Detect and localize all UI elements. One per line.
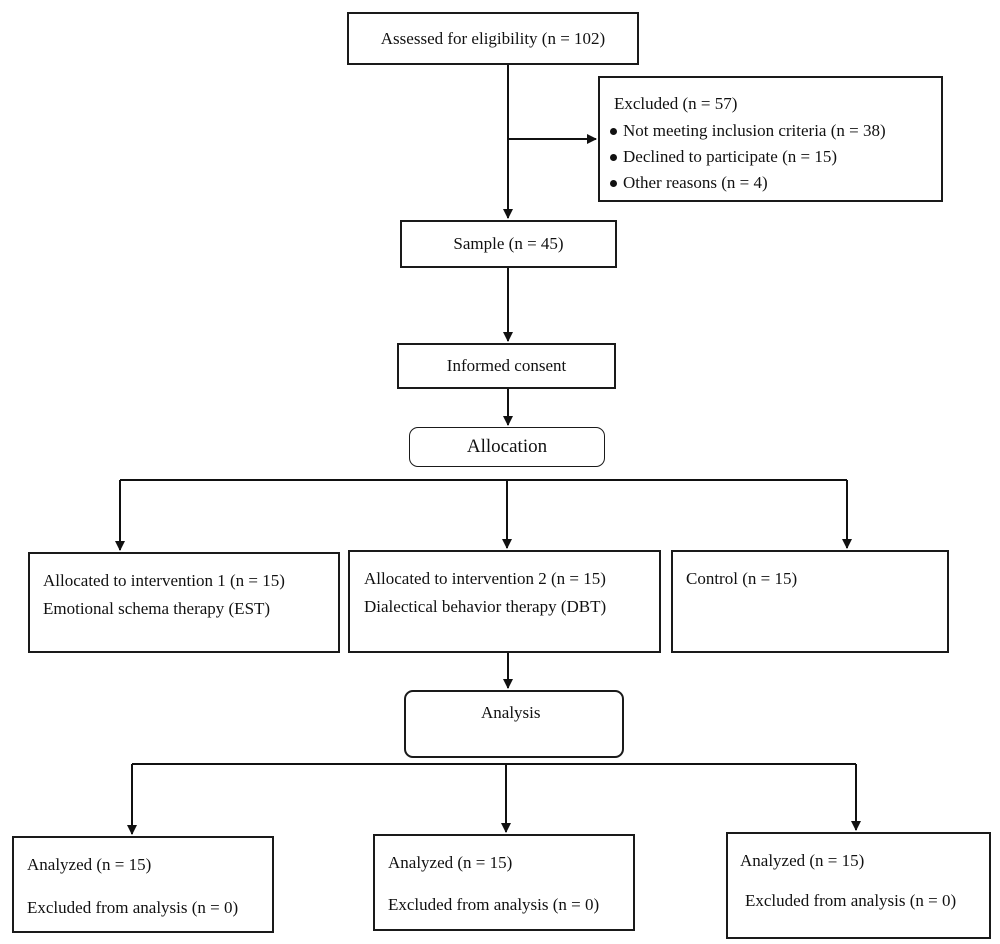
group-line1: Control (n = 15) <box>686 569 798 588</box>
group-line2: Emotional schema therapy (EST) <box>43 599 271 618</box>
excluded-item: Declined to participate (n = 15) <box>610 147 837 167</box>
analysis-label: Analysis <box>481 703 541 722</box>
bullet-icon <box>610 153 617 161</box>
analyzed-line1: Analyzed (n = 15) <box>740 851 865 870</box>
analyzed-line2: Excluded from analysis (n = 0) <box>388 895 600 914</box>
analyzed-line1: Analyzed (n = 15) <box>388 853 513 872</box>
group-box-control: Control (n = 15) <box>671 550 949 653</box>
excluded-title: Excluded (n = 57) <box>614 94 738 113</box>
excluded-item: Not meeting inclusion criteria (n = 38) <box>610 121 886 141</box>
assessed-box: Assessed for eligibility (n = 102) <box>347 12 639 65</box>
group-box-est: Allocated to intervention 1 (n = 15) Emo… <box>28 552 340 653</box>
allocation-label: Allocation <box>466 436 548 457</box>
sample-label: Sample (n = 45) <box>453 234 564 253</box>
group-line1: Allocated to intervention 1 (n = 15) <box>43 571 285 590</box>
consent-box: Informed consent <box>397 343 616 389</box>
excluded-box: Excluded (n = 57) Not meeting inclusion … <box>598 76 943 202</box>
excluded-item: Other reasons (n = 4) <box>610 173 768 193</box>
analyzed-box: Analyzed (n = 15) Excluded from analysis… <box>373 834 635 931</box>
analyzed-box: Analyzed (n = 15) Excluded from analysis… <box>12 836 274 933</box>
consent-label: Informed consent <box>446 356 567 375</box>
assessed-label: Assessed for eligibility (n = 102) <box>380 28 606 48</box>
bullet-icon <box>610 127 617 135</box>
analysis-box: Analysis <box>404 690 624 758</box>
group-line1: Allocated to intervention 2 (n = 15) <box>364 569 606 588</box>
group-line2: Dialectical behavior therapy (DBT) <box>364 597 607 616</box>
allocation-box: Allocation <box>409 427 605 467</box>
analyzed-line2: Excluded from analysis (n = 0) <box>745 891 957 910</box>
group-box-dbt: Allocated to intervention 2 (n = 15) Dia… <box>348 550 661 653</box>
analyzed-line2: Excluded from analysis (n = 0) <box>27 898 239 917</box>
analyzed-box: Analyzed (n = 15) Excluded from analysis… <box>726 832 991 939</box>
analyzed-line1: Analyzed (n = 15) <box>27 855 152 874</box>
bullet-icon <box>610 179 617 187</box>
sample-box: Sample (n = 45) <box>400 220 617 268</box>
